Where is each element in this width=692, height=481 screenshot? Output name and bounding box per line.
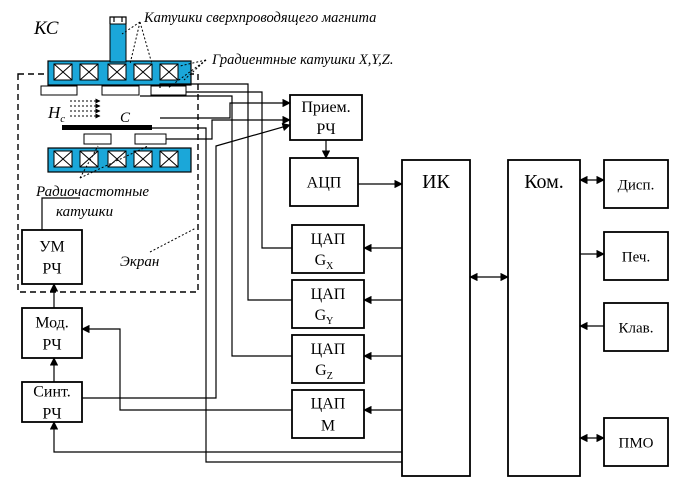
wire-dac-gy-to-coil: [159, 83, 292, 301]
coil-winding-icon: [159, 150, 179, 168]
gradient-coil-top-right: [150, 85, 187, 96]
coil-winding-icon: [133, 63, 153, 81]
block-adc: АЦП: [289, 157, 359, 207]
block-adc-label: АЦП: [307, 175, 342, 192]
coil-winding-icon: [159, 63, 179, 81]
ks-label: КС: [33, 18, 59, 39]
block-mod: Мод.РЧ: [21, 307, 83, 359]
coil-winding-icon: [133, 150, 153, 168]
block-mod-label: Мод.РЧ: [35, 315, 69, 354]
block-kbd-label: Клав.: [619, 320, 654, 336]
coil-winding-icon: [79, 63, 99, 81]
rf-coil-right: [134, 133, 167, 145]
block-print-label: Печ.: [622, 249, 650, 265]
sample-label: C: [120, 110, 131, 126]
rf-coil-left: [83, 133, 112, 145]
block-ik-label: ИК: [422, 171, 450, 193]
wire-synth-to-receiver: [82, 123, 291, 399]
wire-ik-to-rf-loop: [150, 127, 402, 463]
coil-winding-icon: [53, 150, 73, 168]
field-label-h: H: [47, 103, 62, 122]
coil-winding-icon: [53, 63, 73, 81]
wire-rf-to-receiver-1: [166, 115, 291, 140]
block-com-label: Ком.: [524, 171, 564, 193]
gradient-coil-top-left: [40, 85, 78, 96]
coil-winding-icon: [79, 150, 99, 168]
block-receiver: Прием.РЧ: [289, 94, 363, 141]
block-ik: ИК: [401, 159, 471, 477]
block-disp-label: Дисп.: [618, 177, 655, 193]
block-synth-label: Синт.РЧ: [33, 384, 71, 423]
block-print: Печ.: [603, 231, 669, 281]
field-label: Hc: [47, 103, 65, 125]
superconducting-coils-label: Катушки сверхпроводящего магнита: [143, 10, 376, 26]
block-kbd: Клав.: [603, 302, 669, 352]
magnet-lead-cap: [109, 16, 127, 24]
superconducting-magnet: [40, 16, 192, 173]
block-com: Ком.: [507, 159, 581, 477]
wire-dac-gz-to-coil: [140, 95, 292, 357]
block-pmo: ПМО: [603, 417, 669, 467]
connections: [41, 83, 605, 463]
rf-coils-label-1: Радиочастотные: [35, 184, 149, 200]
wire-amp-to-rf: [41, 197, 80, 230]
coil-winding-icon: [107, 150, 127, 168]
sample-plate: [62, 125, 152, 130]
coil-winding-icon: [107, 63, 127, 81]
block-pmo-label: ПМО: [618, 435, 653, 451]
rf-coils-label-2: катушки: [56, 204, 113, 220]
block-disp: Дисп.: [603, 159, 669, 209]
wire-ik-to-synth: [49, 421, 402, 453]
wire-rf-to-receiver-2: [160, 98, 291, 119]
block-receiver-label: Прием.РЧ: [301, 99, 350, 138]
field-label-sub: c: [60, 113, 65, 125]
block-synth: Синт.РЧ: [21, 381, 83, 423]
wire-dac-gx-to-coil: [186, 91, 292, 249]
gradient-coil-top-mid: [101, 85, 140, 96]
screen-label: Экран: [120, 254, 159, 270]
magnet-lead: [109, 23, 127, 63]
gradient-coils-label: Градиентные катушки X,Y,Z.: [211, 52, 393, 68]
